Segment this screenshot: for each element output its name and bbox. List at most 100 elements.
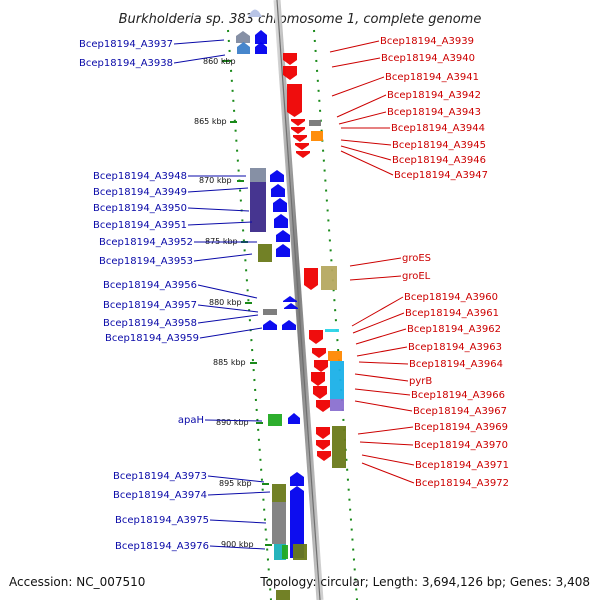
gene-label-right[interactable]: Bcep18194_A3939 (380, 36, 474, 47)
gene-feature[interactable] (316, 400, 330, 412)
gene-feature[interactable] (312, 348, 326, 358)
gene-label-right[interactable]: Bcep18194_A3961 (405, 308, 499, 319)
gene-feature[interactable] (250, 168, 266, 182)
gene-feature[interactable] (328, 351, 342, 361)
gene-feature[interactable] (237, 42, 250, 54)
ruler-tick-label: 880 kbp (209, 298, 242, 307)
gene-label-left[interactable]: Bcep18194_A3950 (93, 203, 187, 214)
gene-feature[interactable] (321, 266, 337, 290)
gene-feature[interactable] (282, 320, 296, 330)
gene-feature[interactable] (309, 120, 321, 126)
gene-label-left[interactable]: Bcep18194_A3976 (115, 541, 209, 552)
gene-feature[interactable] (291, 119, 305, 126)
gene-label-left[interactable]: Bcep18194_A3953 (99, 256, 193, 267)
gene-label-right[interactable]: Bcep18194_A3942 (387, 90, 481, 101)
gene-feature[interactable] (311, 131, 323, 141)
gene-feature[interactable] (330, 361, 344, 399)
gene-label-left[interactable]: Bcep18194_A3952 (99, 237, 193, 248)
ruler-tick-label: 900 kbp (221, 540, 254, 549)
gene-label-left[interactable]: apaH (178, 415, 204, 426)
gene-feature[interactable] (291, 127, 305, 134)
gene-label-left[interactable]: Bcep18194_A3948 (93, 171, 187, 182)
gene-feature[interactable] (295, 143, 309, 150)
gene-label-left[interactable]: Bcep18194_A3975 (115, 515, 209, 526)
gene-feature[interactable] (290, 472, 304, 486)
gene-label-right[interactable]: Bcep18194_A3960 (404, 292, 498, 303)
gene-label-left[interactable]: Bcep18194_A3974 (113, 490, 207, 501)
gene-label-left[interactable]: Bcep18194_A3956 (103, 280, 197, 291)
gene-feature[interactable] (309, 330, 323, 344)
gene-label-right[interactable]: Bcep18194_A3944 (391, 123, 485, 134)
gene-feature[interactable] (287, 84, 302, 117)
gene-feature[interactable] (332, 426, 346, 468)
gene-feature[interactable] (263, 309, 277, 315)
gene-feature[interactable] (313, 386, 327, 399)
gene-feature[interactable] (273, 198, 287, 212)
gene-feature[interactable] (268, 414, 282, 426)
gene-label-left[interactable]: Bcep18194_A3938 (79, 58, 173, 69)
gene-label-left[interactable]: Bcep18194_A3959 (105, 333, 199, 344)
gene-feature[interactable] (325, 329, 339, 332)
gene-feature[interactable] (255, 42, 267, 54)
gene-feature[interactable] (255, 30, 267, 44)
gene-feature[interactable] (250, 182, 266, 232)
gene-feature[interactable] (282, 545, 288, 559)
gene-label-right[interactable]: Bcep18194_A3969 (414, 422, 508, 433)
gene-feature[interactable] (314, 360, 328, 372)
gene-feature[interactable] (293, 544, 307, 560)
gene-feature[interactable] (271, 184, 285, 197)
gene-label-left[interactable]: Bcep18194_A3957 (103, 300, 197, 311)
gene-feature[interactable] (276, 244, 290, 257)
gene-feature[interactable] (283, 53, 297, 65)
gene-label-right[interactable]: Bcep18194_A3972 (415, 478, 509, 489)
gene-feature[interactable] (270, 170, 284, 182)
gene-feature[interactable] (272, 484, 286, 502)
rotate-handle[interactable] (248, 9, 262, 18)
gene-label-right[interactable]: Bcep18194_A3943 (387, 107, 481, 118)
gene-label-left[interactable]: Bcep18194_A3949 (93, 187, 187, 198)
gene-label-right[interactable]: Bcep18194_A3967 (413, 406, 507, 417)
gene-feature[interactable] (283, 66, 297, 80)
gene-label-right[interactable]: Bcep18194_A3946 (392, 155, 486, 166)
gene-label-right[interactable]: Bcep18194_A3964 (409, 359, 503, 370)
gene-label-left[interactable]: Bcep18194_A3937 (79, 39, 173, 50)
gene-label-right[interactable]: Bcep18194_A3945 (392, 140, 486, 151)
gene-feature[interactable] (316, 427, 330, 439)
gene-label-right[interactable]: Bcep18194_A3971 (415, 460, 509, 471)
gene-label-right[interactable]: pyrB (409, 376, 432, 387)
gene-feature[interactable] (284, 303, 298, 309)
gene-feature[interactable] (293, 135, 307, 142)
gene-feature[interactable] (276, 230, 290, 242)
gene-label-right[interactable]: Bcep18194_A3966 (411, 390, 505, 401)
gene-feature[interactable] (290, 486, 304, 558)
gene-label-right[interactable]: Bcep18194_A3940 (381, 53, 475, 64)
gene-label-right[interactable]: groEL (402, 271, 431, 282)
gene-feature[interactable] (263, 320, 277, 330)
gene-feature[interactable] (330, 399, 344, 411)
gene-feature[interactable] (274, 214, 288, 228)
gene-feature[interactable] (311, 372, 325, 386)
gene-label-right[interactable]: Bcep18194_A3962 (407, 324, 501, 335)
ruler-tick-label: 895 kbp (219, 479, 252, 488)
gene-feature[interactable] (288, 413, 300, 424)
gene-feature[interactable] (258, 244, 272, 262)
gene-label-right[interactable]: Bcep18194_A3947 (394, 170, 488, 181)
gene-feature[interactable] (316, 440, 330, 450)
gene-label-right[interactable]: groES (402, 253, 431, 264)
gene-label-left[interactable]: Bcep18194_A3973 (113, 471, 207, 482)
gene-label-right[interactable]: Bcep18194_A3963 (408, 342, 502, 353)
gene-feature[interactable] (272, 502, 286, 544)
gene-feature[interactable] (276, 590, 290, 600)
gene-feature[interactable] (283, 296, 297, 302)
right-gene-labels: Bcep18194_A3939Bcep18194_A3940Bcep18194_… (380, 36, 509, 489)
gene-feature[interactable] (304, 268, 318, 290)
gene-label-left[interactable]: Bcep18194_A3958 (103, 318, 197, 329)
gene-feature[interactable] (236, 31, 250, 43)
ruler-tick-label: 865 kbp (194, 117, 227, 126)
gene-label-left[interactable]: Bcep18194_A3951 (93, 220, 187, 231)
gene-label-right[interactable]: Bcep18194_A3941 (385, 72, 479, 83)
gene-label-right[interactable]: Bcep18194_A3970 (414, 440, 508, 451)
gene-feature[interactable] (317, 451, 331, 461)
gene-feature[interactable] (296, 151, 310, 158)
